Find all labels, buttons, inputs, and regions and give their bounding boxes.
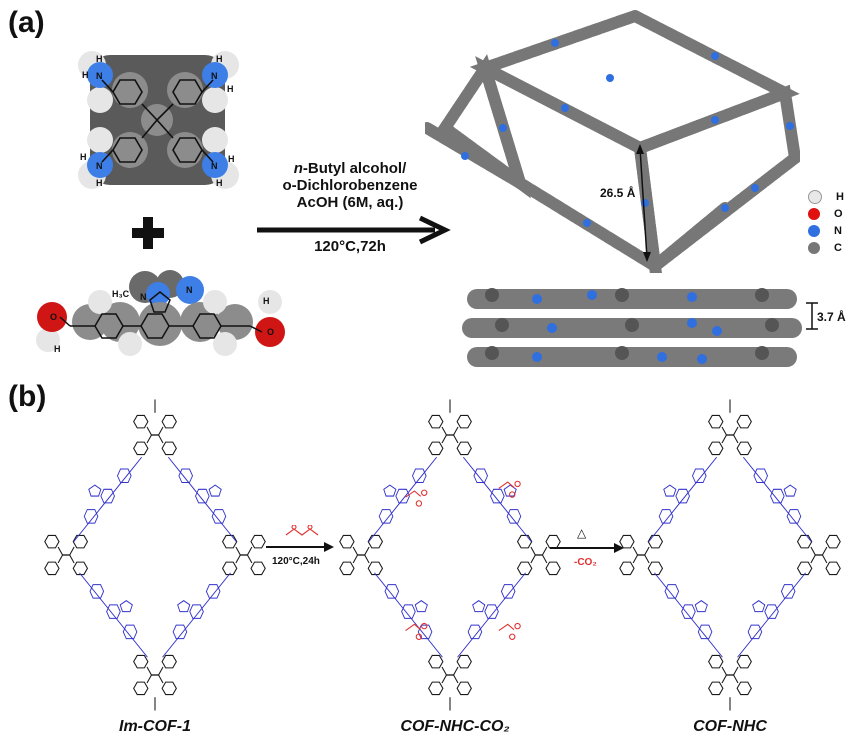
legend-label-o: O bbox=[834, 207, 843, 220]
methyl-label: H₃C bbox=[112, 289, 130, 299]
structure-name-cof-nhc: COF-NHC bbox=[693, 718, 767, 735]
panel-a-label: (a) bbox=[8, 6, 45, 39]
plus-icon bbox=[132, 217, 164, 249]
legend-label-h: H bbox=[836, 190, 844, 203]
im-cof-1-structure bbox=[25, 395, 285, 715]
cof-layers-side-view bbox=[462, 288, 818, 367]
cof-nhc-co2-structure bbox=[320, 395, 580, 715]
solvent-line-2: o-Dichlorobenzene bbox=[282, 177, 418, 194]
atom-label-h: H bbox=[216, 178, 223, 188]
legend-label-c: C bbox=[834, 241, 842, 254]
cof-nhc-structure bbox=[600, 395, 857, 715]
legend-dot-h bbox=[808, 189, 822, 204]
legend-dot-o bbox=[808, 207, 820, 220]
pore-size-label: 26.5 Å bbox=[600, 186, 636, 200]
catalyst-line: AcOH (6M, aq.) bbox=[296, 194, 404, 211]
atom-label-h: H bbox=[82, 70, 89, 80]
atom-label-n: N bbox=[96, 71, 103, 81]
atom-label-h: H bbox=[80, 152, 87, 162]
carboxylation-arrow bbox=[266, 525, 334, 552]
legend-dot-c bbox=[808, 241, 820, 254]
atom-label-h: H bbox=[54, 344, 61, 354]
legend-label-n: N bbox=[834, 224, 842, 237]
solvent-prefix: n bbox=[293, 160, 303, 177]
structure-name-im-cof-1: Im-COF-1 bbox=[119, 718, 191, 735]
atom-label-h: H bbox=[96, 178, 103, 188]
reaction-arrow bbox=[257, 215, 451, 245]
legend-row-h: H bbox=[808, 188, 844, 205]
atom-label-n: N bbox=[211, 161, 218, 171]
reaction-conditions: n-Butyl alcohol/ o-Dichlorobenzene AcOH … bbox=[255, 160, 445, 211]
carboxylation-condition: 120°C,24h bbox=[272, 556, 320, 567]
layer-spacing-label: 3.7 Å bbox=[817, 310, 846, 324]
atom-label-n: N bbox=[186, 285, 193, 295]
legend-row-c: C bbox=[808, 239, 844, 256]
atom-label-h: H bbox=[228, 154, 235, 164]
atom-legend: H O N C bbox=[808, 188, 844, 256]
cof-framework-top-view bbox=[425, 9, 800, 273]
structure-name-cof-nhc-co2: COF-NHC-CO₂ bbox=[400, 718, 510, 735]
temperature-time: 120°C,72h bbox=[314, 238, 386, 255]
atom-label-o: O bbox=[267, 327, 274, 337]
legend-row-n: N bbox=[808, 222, 844, 239]
atom-label-h: H bbox=[96, 54, 103, 64]
dialdehyde-monomer: H₃C N N O O H H bbox=[36, 270, 285, 356]
legend-dot-n bbox=[808, 224, 820, 237]
panel-b-label: (b) bbox=[8, 380, 47, 413]
decarboxylation-condition: -CO₂ bbox=[574, 557, 597, 568]
atom-label-h: H bbox=[216, 54, 223, 64]
atom-label-n: N bbox=[211, 71, 218, 81]
atom-label-n: N bbox=[96, 161, 103, 171]
atom-label-h: H bbox=[227, 84, 234, 94]
atom-label-n: N bbox=[140, 292, 147, 302]
heat-symbol: △ bbox=[577, 526, 587, 540]
decarboxylation-arrow bbox=[550, 543, 624, 553]
atom-label-o: O bbox=[50, 312, 57, 322]
legend-row-o: O bbox=[808, 205, 844, 222]
tetraamine-monomer: N N N N H H H H H H H H bbox=[78, 51, 239, 189]
atom-label-h: H bbox=[263, 296, 270, 306]
solvent-line-1: -Butyl alcohol/ bbox=[302, 160, 407, 177]
